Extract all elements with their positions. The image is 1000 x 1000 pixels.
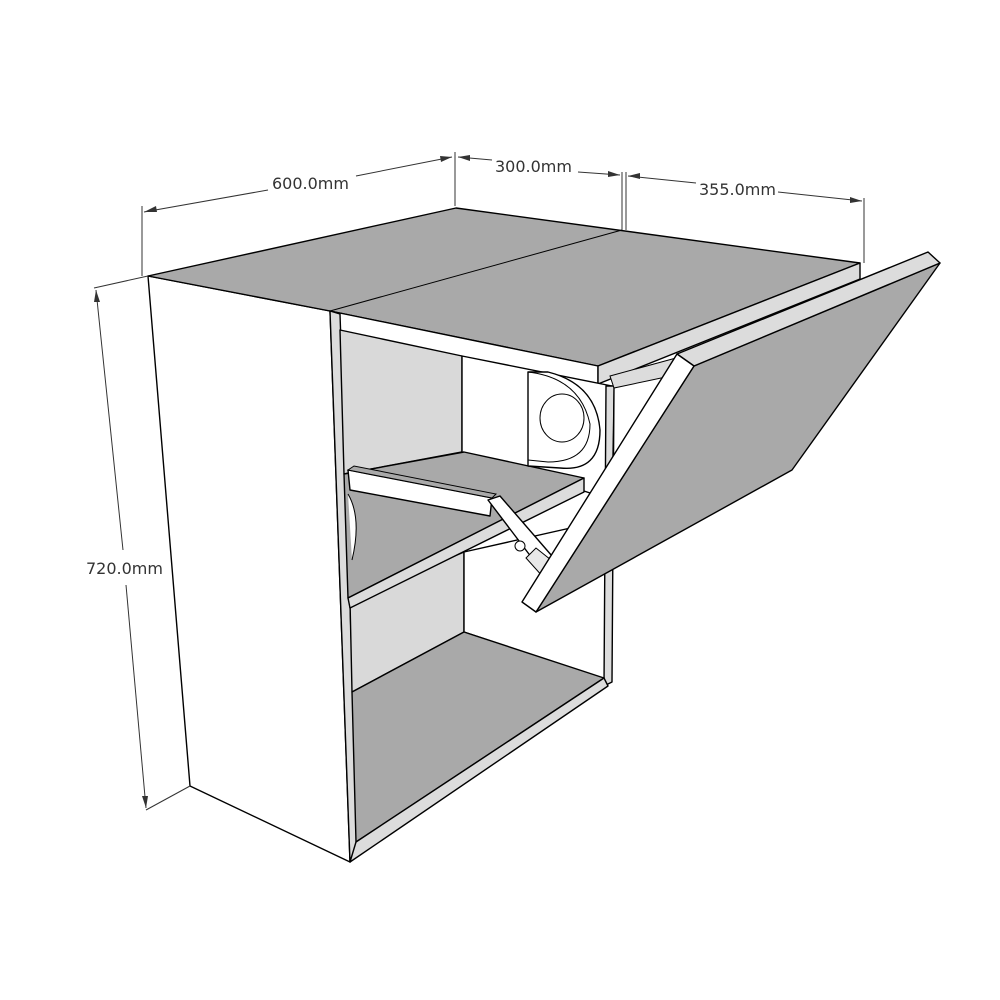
interior-back-upper xyxy=(339,329,463,475)
arrowhead-icon xyxy=(142,796,148,808)
dimension-height: 720.0mm xyxy=(86,275,191,811)
bottom-panel-front-edge xyxy=(349,677,609,863)
arrowhead-icon xyxy=(440,156,452,162)
arrowhead-icon xyxy=(608,171,620,177)
hinge-cup-icon xyxy=(539,393,585,443)
door-projection-label: 355.0mm xyxy=(699,180,776,199)
arrowhead-icon xyxy=(94,290,100,302)
door-left-edge xyxy=(521,353,695,613)
dimension-annotations: 600.0mm 300.0mm 355.0mm xyxy=(86,152,865,811)
dimension-depth: 300.0mm xyxy=(457,155,623,230)
dimension-width: 600.0mm xyxy=(141,152,456,276)
lift-mechanism xyxy=(527,357,681,501)
pivot-screw-icon xyxy=(514,540,526,552)
arrowhead-icon xyxy=(458,155,470,161)
arrowhead-icon xyxy=(850,197,862,203)
depth-label: 300.0mm xyxy=(495,157,572,176)
hinge-cup-outer xyxy=(527,371,591,463)
cabinet-body xyxy=(147,207,941,863)
arrowhead-icon xyxy=(628,173,640,179)
gas-strut-arm xyxy=(346,465,557,579)
height-label: 720.0mm xyxy=(86,559,163,578)
top-panel-seam xyxy=(329,229,623,312)
gas-strut-top xyxy=(346,465,498,499)
arrowhead-icon xyxy=(144,206,157,212)
width-label: 600.0mm xyxy=(272,174,349,193)
left-side-panel xyxy=(147,275,351,863)
lift-up-door xyxy=(521,251,941,613)
dimension-door-projection: 355.0mm xyxy=(625,172,865,263)
strut-cutout xyxy=(347,493,357,561)
